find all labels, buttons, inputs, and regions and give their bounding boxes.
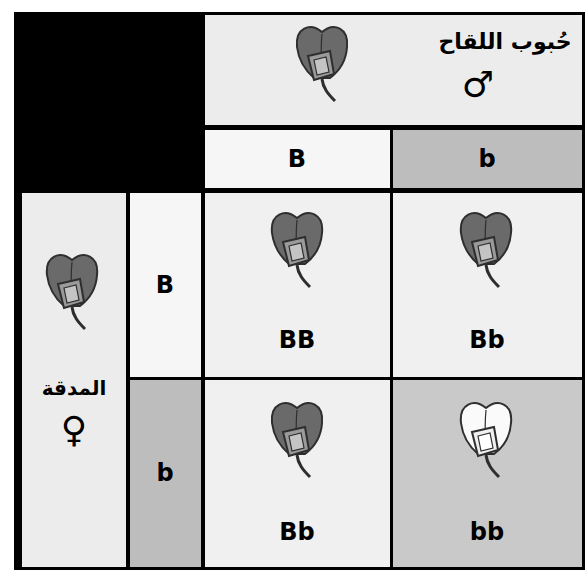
column-header-cell (393, 130, 582, 188)
allele-label: B (288, 146, 306, 172)
purple-flower-icon (297, 27, 347, 101)
purple-flower-icon (461, 213, 511, 287)
white-flower-icon (461, 403, 511, 477)
allele-label: b (478, 146, 495, 172)
allele-label: b (156, 460, 173, 486)
row-header-cell (130, 193, 201, 377)
offspring-cell (205, 380, 390, 567)
pistil-side-panel (22, 193, 126, 567)
genotype-label: Bb (279, 519, 314, 545)
offspring-cell (393, 193, 582, 377)
genotype-label: bb (470, 519, 504, 545)
purple-flower-icon (272, 213, 322, 287)
parent-label: حُبوب اللقاح (438, 30, 571, 54)
row-header-cell (130, 380, 201, 567)
black-ground (14, 12, 585, 570)
offspring-cell (393, 380, 582, 567)
pollen-header-panel (205, 15, 582, 125)
parent-label: المدقة (42, 377, 107, 399)
column-header-cell (205, 130, 390, 188)
sex-symbol: ♀ (61, 410, 87, 450)
purple-flower-icon (272, 403, 322, 477)
offspring-cell (205, 193, 390, 377)
sex-symbol: ♂ (462, 65, 494, 105)
purple-flower-icon (47, 255, 97, 329)
genotype-label: Bb (469, 327, 504, 353)
allele-label: B (156, 272, 174, 298)
genotype-label: BB (279, 327, 316, 353)
